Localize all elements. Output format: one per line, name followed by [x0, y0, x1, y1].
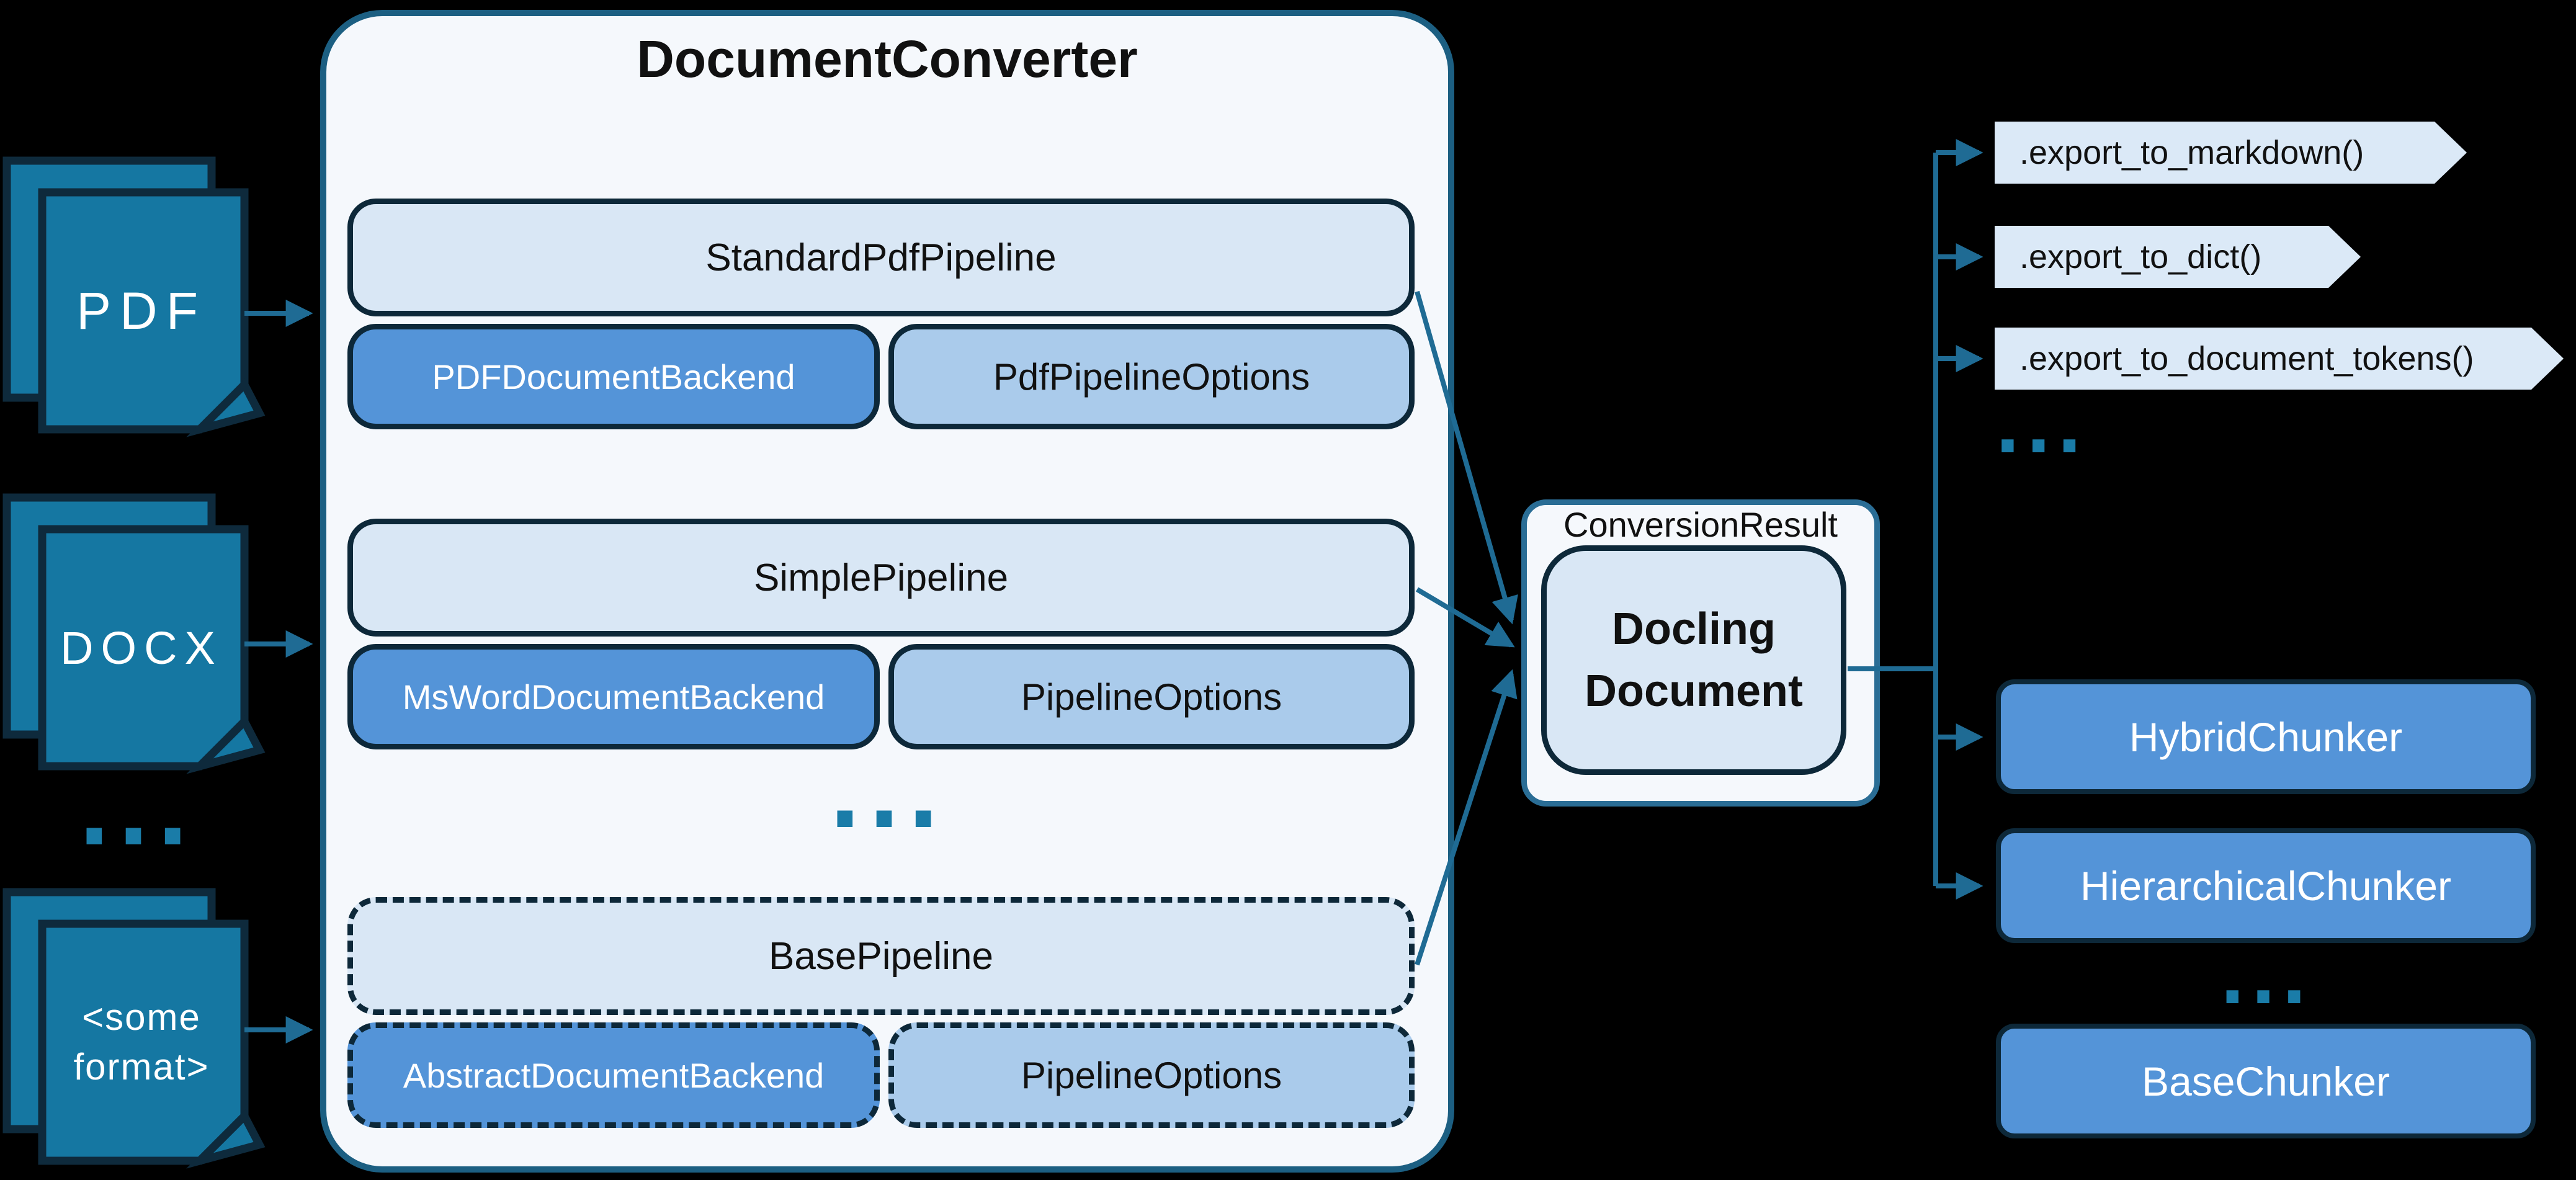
chunkers-ellipsis: ... [2219, 940, 2312, 1019]
base-pipeline-box: BasePipeline [347, 897, 1415, 1015]
hybrid-chunker-box: HybridChunker [1996, 679, 2536, 794]
document-converter-title: DocumentConverter [637, 30, 1138, 88]
folded-corner-icon [186, 715, 266, 774]
export-to-dict-tag: .export_to_dict() [1995, 226, 2361, 288]
document-stack-icon [2, 493, 266, 774]
converter-ellipsis: ... [828, 747, 946, 848]
conversion-result-label: ConversionResult [1563, 505, 1838, 544]
folded-corner-icon [186, 378, 266, 437]
document-stack-icon [2, 888, 266, 1169]
folded-corner-icon [186, 1109, 266, 1169]
abstract-document-backend-box: AbstractDocumentBackend [347, 1022, 880, 1128]
pdf-pipeline-options-box: PdfPipelineOptions [888, 324, 1415, 429]
exports-ellipsis: ... [1995, 389, 2088, 468]
pipeline-options-box: PipelineOptions [888, 644, 1415, 749]
inputs-ellipsis: ... [78, 764, 195, 865]
input-format-label-pdf: PDF [76, 281, 207, 340]
simple-pipeline-box: SimplePipeline [347, 519, 1415, 637]
input-format-label-docx: DOCX [60, 622, 223, 674]
input-format-label-some-format: <some format> [73, 996, 210, 1088]
base-chunker-box: BaseChunker [1996, 1024, 2536, 1138]
pdf-documents-stack: PDF [2, 156, 266, 437]
document-converter-panel: DocumentConverter StandardPdfPipeline PD… [320, 10, 1454, 1173]
standard-pdf-pipeline-box: StandardPdfPipeline [347, 199, 1415, 316]
hierarchical-chunker-box: HierarchicalChunker [1996, 828, 2536, 943]
docling-document-box: Docling Document [1541, 545, 1846, 775]
export-to-markdown-tag: .export_to_markdown() [1995, 122, 2467, 184]
some-format-documents-stack: <some format> [2, 888, 266, 1169]
pdf-document-backend-box: PDFDocumentBackend [347, 324, 880, 429]
conversion-result-box: ConversionResult Docling Document [1521, 499, 1880, 807]
docx-documents-stack: DOCX [2, 493, 266, 774]
base-pipeline-options-box: PipelineOptions [888, 1022, 1415, 1128]
msword-document-backend-box: MsWordDocumentBackend [347, 644, 880, 749]
export-to-document-tokens-tag: .export_to_document_tokens() [1995, 328, 2564, 390]
document-stack-icon [2, 156, 266, 437]
